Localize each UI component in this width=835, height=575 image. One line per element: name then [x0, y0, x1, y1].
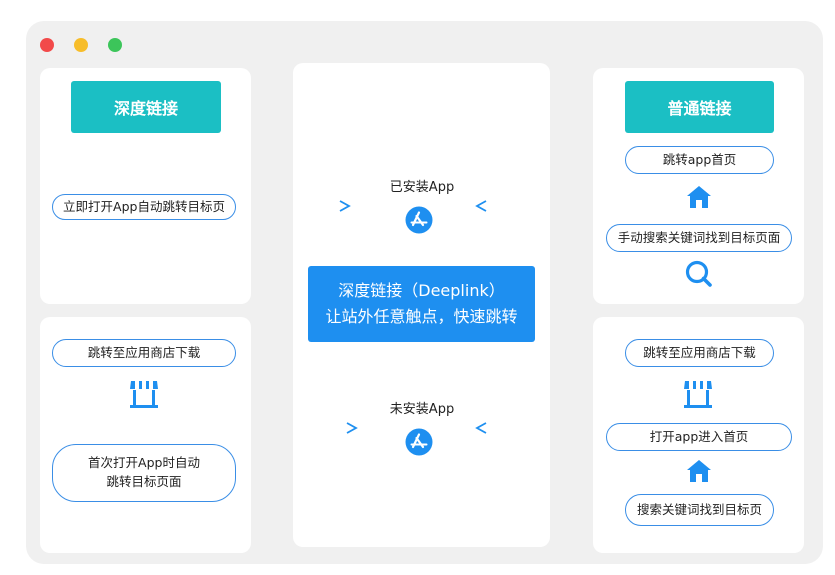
close-window-button[interactable] — [40, 38, 54, 52]
home-icon — [687, 460, 711, 482]
installed-label: 已安装App — [389, 180, 455, 195]
deeplink-summary-box: 深度链接（Deeplink） 让站外任意触点，快速跳转 — [308, 266, 535, 342]
open-app-home-pill: 打开app进入首页 — [606, 423, 792, 451]
first-open-line1: 首次打开App时自动 — [88, 455, 200, 471]
normal-link-header: 普通链接 — [625, 81, 774, 133]
deeplink-header: 深度链接 — [71, 81, 221, 133]
goto-app-home-pill: 跳转app首页 — [625, 146, 774, 174]
home-icon — [687, 186, 711, 208]
search-icon — [685, 260, 712, 287]
summary-line1: 深度链接（Deeplink） — [338, 281, 505, 301]
summary-line2: 让站外任意触点，快速跳转 — [325, 307, 518, 326]
manual-search-pill: 手动搜索关键词找到目标页面 — [606, 224, 792, 252]
store-icon — [130, 381, 158, 408]
app-store-icon — [405, 428, 433, 456]
first-open-auto-jump-pill: 首次打开App时自动 跳转目标页面 — [52, 444, 236, 502]
maximize-window-button[interactable] — [108, 38, 122, 52]
open-app-target-page-pill: 立即打开App自动跳转目标页 — [52, 194, 236, 220]
search-keyword-pill: 搜索关键词找到目标页 — [625, 494, 774, 526]
not-installed-label: 未安装App — [389, 402, 455, 417]
first-open-line2: 跳转目标页面 — [106, 474, 182, 489]
goto-app-store-pill-right: 跳转至应用商店下载 — [625, 339, 774, 367]
goto-app-store-pill: 跳转至应用商店下载 — [52, 339, 236, 367]
minimize-window-button[interactable] — [74, 38, 88, 52]
store-icon — [684, 381, 712, 408]
app-store-icon — [405, 206, 433, 234]
